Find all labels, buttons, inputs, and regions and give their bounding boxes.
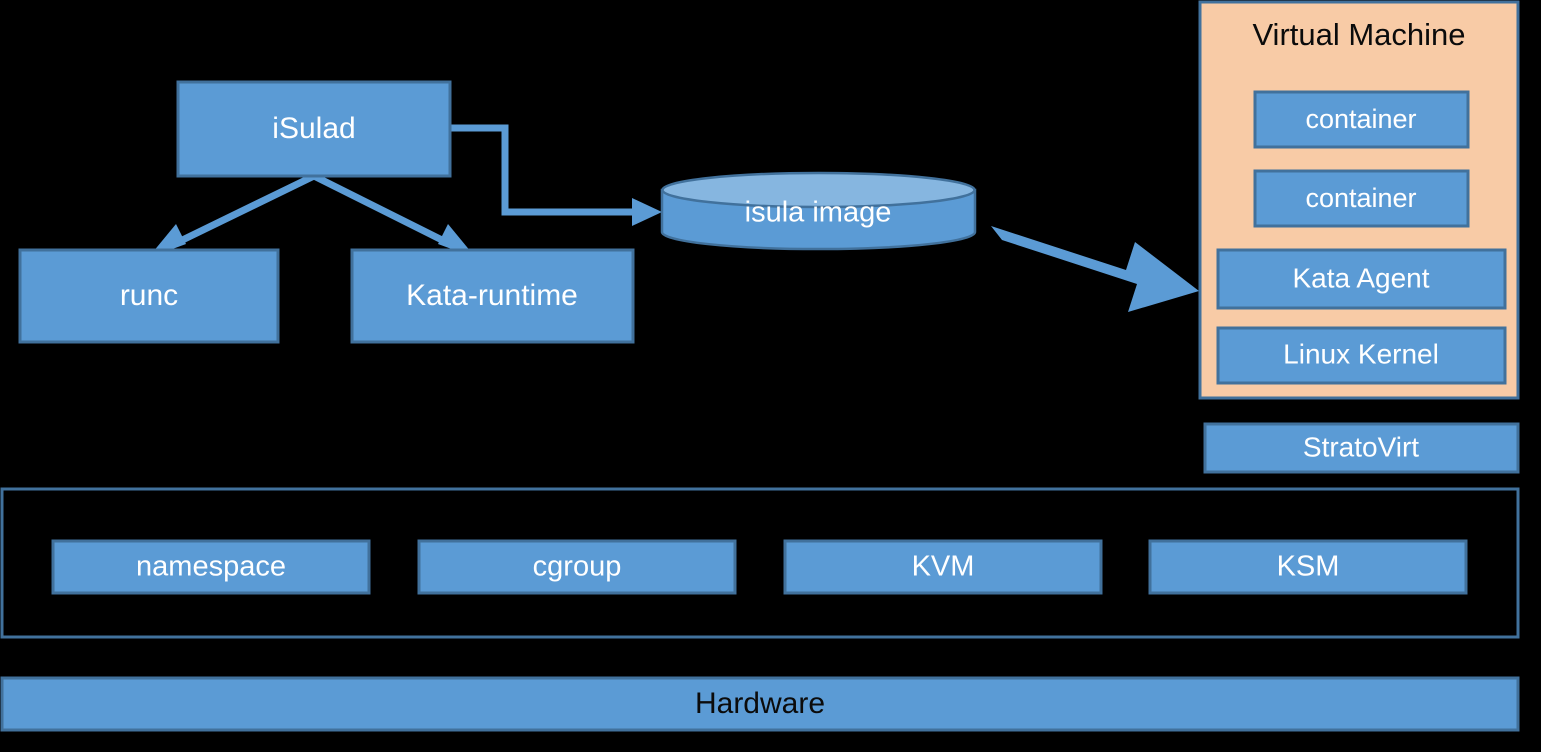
node-hardware[interactable]: Hardware: [0, 676, 1520, 732]
vm-item-label: Linux Kernel: [1283, 338, 1439, 369]
connector-isula-image-to-virtual-machine: [991, 226, 1199, 312]
virtual-machine-panel[interactable]: Virtual Machine container container Kata…: [1198, 0, 1520, 400]
connector-isulad-to-kata-runtime: [312, 172, 476, 258]
connector-isulad-to-isula-image: [450, 124, 662, 226]
node-kata-runtime[interactable]: Kata-runtime: [350, 248, 635, 344]
vm-item-label: Kata Agent: [1292, 262, 1429, 293]
node-label: Kata-runtime: [406, 279, 578, 312]
os-item-namespace[interactable]: namespace: [51, 539, 371, 595]
node-isula-image[interactable]: isula image: [660, 171, 977, 251]
os-item-kvm[interactable]: KVM: [783, 539, 1103, 595]
node-label: StratoVirt: [1303, 431, 1419, 462]
node-label: runc: [120, 279, 178, 312]
node-label: Hardware: [695, 687, 825, 720]
node-isulad[interactable]: iSulad: [176, 80, 452, 178]
node-label: isula image: [745, 197, 892, 229]
virtual-machine-title: Virtual Machine: [1252, 17, 1465, 52]
os-item-label: KSM: [1277, 551, 1340, 583]
vm-item-kata-agent[interactable]: Kata Agent: [1216, 248, 1507, 310]
vm-item-container-2[interactable]: container: [1253, 169, 1470, 228]
connector-layer: [148, 124, 1199, 312]
node-label: iSulad: [272, 112, 355, 145]
os-item-label: KVM: [912, 551, 975, 583]
os-layer-container: namespace cgroup KVM KSM: [0, 487, 1520, 639]
vm-item-label: container: [1305, 104, 1416, 134]
cylinder-top-icon: [661, 171, 976, 209]
os-item-ksm[interactable]: KSM: [1148, 539, 1468, 595]
os-item-label: namespace: [136, 551, 286, 583]
node-runc[interactable]: runc: [18, 248, 280, 344]
os-item-cgroup[interactable]: cgroup: [417, 539, 737, 595]
vm-item-container-1[interactable]: container: [1253, 90, 1470, 149]
vm-item-linux-kernel[interactable]: Linux Kernel: [1216, 326, 1507, 385]
node-stratovirt[interactable]: StratoVirt: [1203, 422, 1520, 474]
connector-isulad-to-runc: [148, 172, 316, 258]
vm-item-label: container: [1305, 183, 1416, 213]
os-item-label: cgroup: [533, 551, 622, 583]
